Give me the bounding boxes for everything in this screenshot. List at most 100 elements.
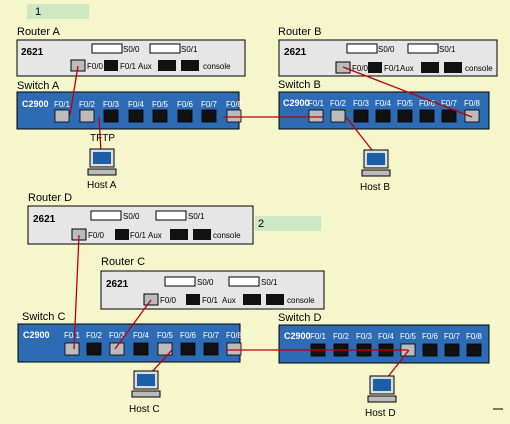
switch-b-port-3[interactable] xyxy=(353,109,369,123)
svg-text:S0/0: S0/0 xyxy=(378,45,395,54)
cable-routera-f00-to-switcha-f01 xyxy=(69,65,79,116)
router-d-f01-port[interactable] xyxy=(115,229,129,240)
switch-c-port-1[interactable] xyxy=(64,342,80,356)
router-c-f00-port[interactable] xyxy=(143,293,159,306)
switch-a-port-2[interactable] xyxy=(79,109,95,123)
router-c-model: 2621 xyxy=(106,279,129,290)
switch-b-port-1[interactable] xyxy=(308,109,324,123)
svg-text:console: console xyxy=(465,64,493,73)
switch-c-port-label: F0/4 xyxy=(133,331,150,340)
host-c[interactable]: Host C xyxy=(129,370,161,415)
router-d-console-port[interactable] xyxy=(193,229,211,240)
router-a-console-port[interactable] xyxy=(181,60,199,71)
host-d[interactable]: Host D xyxy=(365,375,397,419)
host-b[interactable]: Host B xyxy=(360,149,391,193)
switch-b-port-7[interactable] xyxy=(441,109,457,123)
router-c-f01-port[interactable] xyxy=(186,294,200,305)
svg-text:Aux: Aux xyxy=(222,296,236,305)
switch-a-port-label: F0/8 xyxy=(226,100,243,109)
switch-d-port-label: F0/7 xyxy=(444,332,461,341)
switch-c-name: Switch C xyxy=(22,311,65,323)
serial-port-icon xyxy=(91,43,123,54)
host-a[interactable]: Host A xyxy=(87,148,117,191)
switch-b-port-label: F0/7 xyxy=(441,99,458,108)
cable-switchd-f05-to-hostd xyxy=(386,349,410,379)
cable-switchb-f02-to-hostb xyxy=(345,116,373,151)
switch-a-port-4[interactable] xyxy=(128,109,144,123)
switch-a-port-1[interactable] xyxy=(54,109,70,123)
switch-a-name: Switch A xyxy=(17,80,60,92)
router-c[interactable]: Router C 2621 S0/0 S0/1 F0/0 F0/1 Aux co… xyxy=(100,256,325,310)
svg-text:F0/1: F0/1 xyxy=(202,296,219,305)
svg-text:console: console xyxy=(287,296,315,305)
serial-port-icon xyxy=(228,276,260,287)
switch-b-port-6[interactable] xyxy=(419,109,435,123)
router-a-f00-port[interactable] xyxy=(70,59,86,72)
switch-c-port-2[interactable] xyxy=(86,342,102,356)
switch-c-port-5[interactable] xyxy=(157,342,173,356)
switch-d-port-6[interactable] xyxy=(422,343,438,357)
switch-c-port-label: F0/2 xyxy=(86,331,103,340)
switch-d-port-7[interactable] xyxy=(444,343,460,357)
router-d-aux-port[interactable] xyxy=(170,229,188,240)
router-b[interactable]: Router B 2621 S0/0 S0/1 F0/0 F0/1 Aux co… xyxy=(278,26,498,77)
switch-c-model: C2900 xyxy=(23,330,50,340)
switch-d-port-label: F0/8 xyxy=(466,332,483,341)
svg-text:S0/0: S0/0 xyxy=(123,45,140,54)
switch-a-port-label: F0/4 xyxy=(128,100,145,109)
svg-text:F0/0: F0/0 xyxy=(160,296,177,305)
switch-a-model: C2900 xyxy=(22,99,49,109)
svg-text:console: console xyxy=(213,231,241,240)
switch-b-port-5[interactable] xyxy=(397,109,413,123)
router-b-aux-port[interactable] xyxy=(421,62,439,73)
switch-b-port-label: F0/5 xyxy=(397,99,414,108)
switch-c-port-7[interactable] xyxy=(203,342,219,356)
router-a[interactable]: Router A 2621 S0/0 S0/1 F0/0 F0/1 Aux co… xyxy=(16,26,246,77)
switch-d-port-8[interactable] xyxy=(466,343,482,357)
switch-a-port-5[interactable] xyxy=(152,109,168,123)
router-d-model: 2621 xyxy=(33,214,56,225)
switch-a-port-8[interactable] xyxy=(226,109,242,123)
switch-b-name: Switch B xyxy=(278,79,321,91)
switch-c-port-8[interactable] xyxy=(226,342,242,356)
router-b-console-port[interactable] xyxy=(444,62,462,73)
router-b-f01-port[interactable] xyxy=(368,62,382,73)
switch-b-port-2[interactable] xyxy=(330,109,346,123)
switch-a-port-3[interactable] xyxy=(103,109,119,123)
switch-b-port-4[interactable] xyxy=(375,109,391,123)
computer-icon xyxy=(131,370,161,398)
computer-icon xyxy=(361,149,391,177)
host-d-name: Host D xyxy=(365,408,396,419)
svg-text:S0/0: S0/0 xyxy=(197,278,214,287)
switch-b-port-8[interactable] xyxy=(464,109,480,123)
switch-a-port-6[interactable] xyxy=(177,109,193,123)
cable-routerd-f00-to-switchc-f01 xyxy=(73,234,80,350)
switch-d-port-label: F0/4 xyxy=(378,332,395,341)
router-c-console-port[interactable] xyxy=(266,294,284,305)
svg-text:Aux: Aux xyxy=(138,62,152,71)
switch-c-port-3[interactable] xyxy=(109,342,125,356)
switch-a-port-7[interactable] xyxy=(201,109,217,123)
router-c-aux-port[interactable] xyxy=(243,294,261,305)
switch-b-port-label: F0/4 xyxy=(375,99,392,108)
switch-d-port-label: F0/1 xyxy=(310,332,327,341)
switch-c-port-4[interactable] xyxy=(133,342,149,356)
cable-routerb-f00-to-switchb-f08 xyxy=(342,66,473,118)
router-a-aux-port[interactable] xyxy=(158,60,176,71)
switch-d-model: C2900 xyxy=(284,331,311,341)
switch-c-port-6[interactable] xyxy=(180,342,196,356)
switch-d-port-label: F0/6 xyxy=(422,332,439,341)
router-d[interactable]: Router D 2621 S0/0 S0/1 F0/0 F0/1 Aux co… xyxy=(27,192,254,245)
svg-text:S0/1: S0/1 xyxy=(188,212,205,221)
router-d-name: Router D xyxy=(28,192,72,204)
svg-text:F0/1: F0/1 xyxy=(384,64,401,73)
switch-c-port-label: F0/6 xyxy=(180,331,197,340)
router-a-f01-port[interactable] xyxy=(104,60,118,71)
